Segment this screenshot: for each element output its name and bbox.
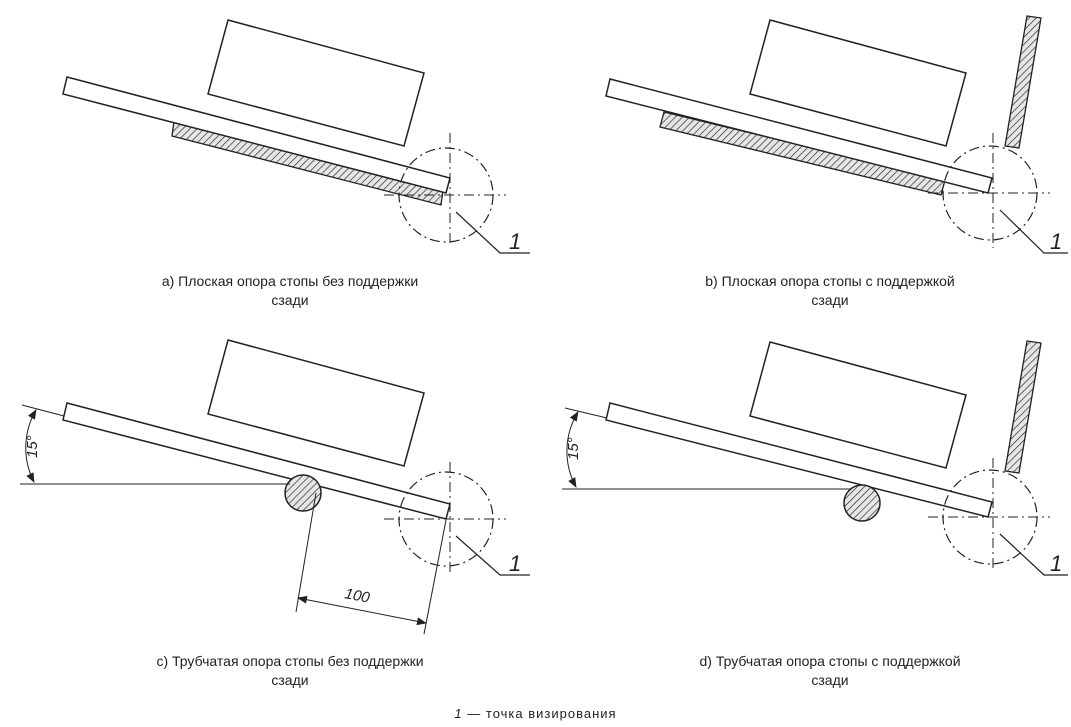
marker-label: 1 — [509, 229, 521, 254]
legend-dash: — — [467, 706, 482, 721]
angle-label: 15° — [565, 437, 582, 460]
foot-plate — [62, 76, 451, 194]
leader-line — [999, 209, 1068, 254]
foot-block — [207, 339, 425, 467]
foot-block — [749, 341, 967, 469]
leader-line — [455, 211, 530, 254]
legend: 1 — точка визирования — [0, 706, 1071, 721]
dimension-line — [297, 595, 427, 626]
heel-support — [1004, 340, 1042, 474]
heel-support — [1004, 15, 1042, 149]
dimension-label: 100 — [343, 585, 371, 607]
caption-c: c) Трубчатая опора стопы без поддержки с… — [80, 652, 500, 690]
leader-line — [455, 535, 530, 576]
dimension-extension-right — [423, 519, 447, 635]
angle-extension-line — [564, 407, 608, 419]
caption-line: сзади — [271, 292, 309, 308]
caption-line: c) Трубчатая опора стопы без поддержки — [156, 653, 424, 669]
figure-d: 15° 1 — [562, 340, 1068, 576]
figure-b: 1 — [605, 15, 1068, 254]
angle-dimension-arc — [566, 411, 579, 488]
tube-support — [843, 484, 881, 522]
figure-a: 1 — [62, 19, 530, 254]
marker-label: 1 — [1050, 229, 1062, 254]
foot-block — [207, 19, 425, 147]
legend-text: точка визирования — [485, 706, 617, 721]
marker-label: 1 — [509, 551, 521, 576]
caption-line: сзади — [811, 672, 849, 688]
caption-b: b) Плоская опора стопы с поддержкой сзад… — [620, 272, 1040, 310]
marker-label: 1 — [1050, 551, 1062, 576]
dimension-extension-left — [295, 492, 317, 613]
angle-label: 15° — [24, 435, 41, 458]
foot-block — [749, 19, 967, 147]
caption-line: сзади — [271, 672, 309, 688]
caption-d: d) Трубчатая опора стопы с поддержкой сз… — [620, 652, 1040, 690]
caption-a: a) Плоская опора стопы без поддержки сза… — [80, 272, 500, 310]
figure-c: 15° 1 100 — [20, 339, 530, 635]
angle-extension-line — [21, 404, 65, 417]
angle-dimension-arc — [25, 409, 37, 483]
caption-line: a) Плоская опора стопы без поддержки — [161, 273, 419, 289]
caption-line: d) Трубчатая опора стопы с поддержкой — [699, 653, 961, 669]
caption-line: сзади — [811, 292, 849, 308]
tube-support — [284, 474, 322, 512]
caption-line: b) Плоская опора стопы с поддержкой — [705, 273, 955, 289]
leader-line — [999, 533, 1068, 576]
legend-number: 1 — [454, 706, 463, 721]
